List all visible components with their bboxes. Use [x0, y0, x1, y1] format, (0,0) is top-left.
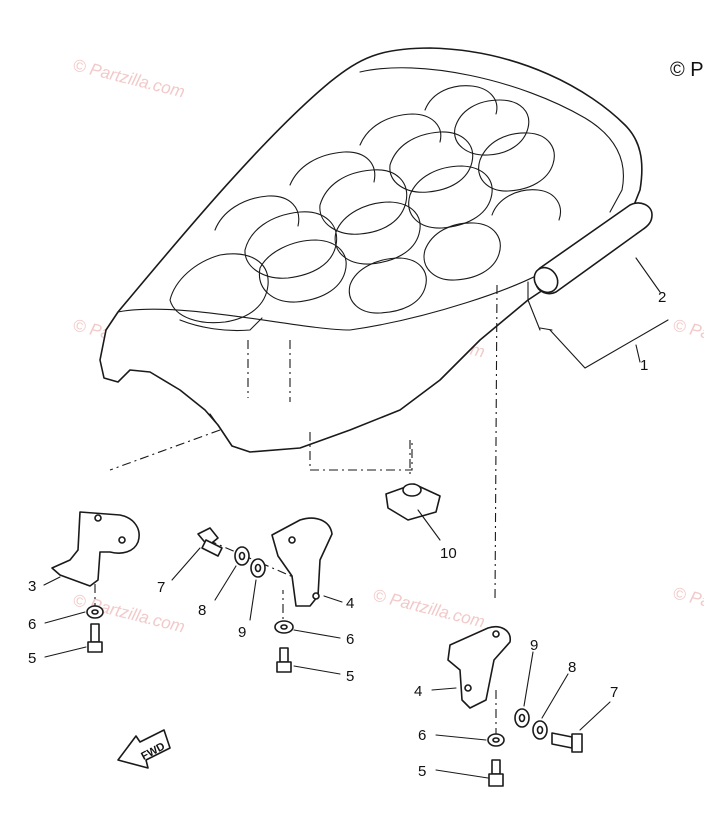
callout-leaders-top — [539, 257, 669, 369]
watermark-1: © Partzilla.com — [71, 55, 187, 101]
callout-5-left: 5 — [28, 650, 36, 667]
callout-2: 2 — [658, 289, 666, 306]
center-screw — [171, 527, 223, 581]
callout-5-right: 5 — [418, 763, 426, 780]
callout-10: 10 — [440, 545, 457, 562]
center-washer-9 — [249, 558, 266, 621]
left-fastener-stack — [44, 605, 104, 658]
callout-8-center: 8 — [198, 602, 206, 619]
callout-6-right: 6 — [418, 727, 426, 744]
callout-9-center: 9 — [238, 624, 246, 641]
callout-3: 3 — [28, 578, 36, 595]
fwd-arrow: FWD — [117, 729, 171, 769]
right-screw — [551, 701, 611, 753]
callout-6-center: 6 — [346, 631, 354, 648]
center-fastener-stack — [274, 620, 341, 675]
callout-1: 1 — [640, 357, 648, 374]
callout-7-right: 7 — [610, 684, 618, 701]
callout-4-right: 4 — [414, 683, 422, 700]
callout-9-right: 9 — [530, 637, 538, 654]
callout-7-center: 7 — [157, 579, 165, 596]
callout-4-left: 4 — [346, 595, 354, 612]
seat-quilt — [169, 85, 561, 332]
left-bracket — [271, 517, 343, 607]
watermark-7: © Partzilla.com — [371, 585, 487, 631]
copyright-text: © P — [670, 59, 704, 81]
callout-8-right: 8 — [568, 659, 576, 676]
center-washer-8 — [214, 546, 250, 601]
callout-6-left: 6 — [28, 616, 36, 633]
front-bracket — [43, 511, 140, 587]
right-fastener-stack — [435, 733, 505, 787]
seat-assembly — [99, 47, 653, 453]
right-bracket — [431, 626, 511, 709]
callout-5-center: 5 — [346, 668, 354, 685]
watermark-5: © Partzilla.com — [671, 315, 704, 361]
right-washers — [514, 651, 569, 740]
watermark-8: © Partzilla.com — [671, 583, 704, 629]
nut-plate — [385, 483, 441, 541]
